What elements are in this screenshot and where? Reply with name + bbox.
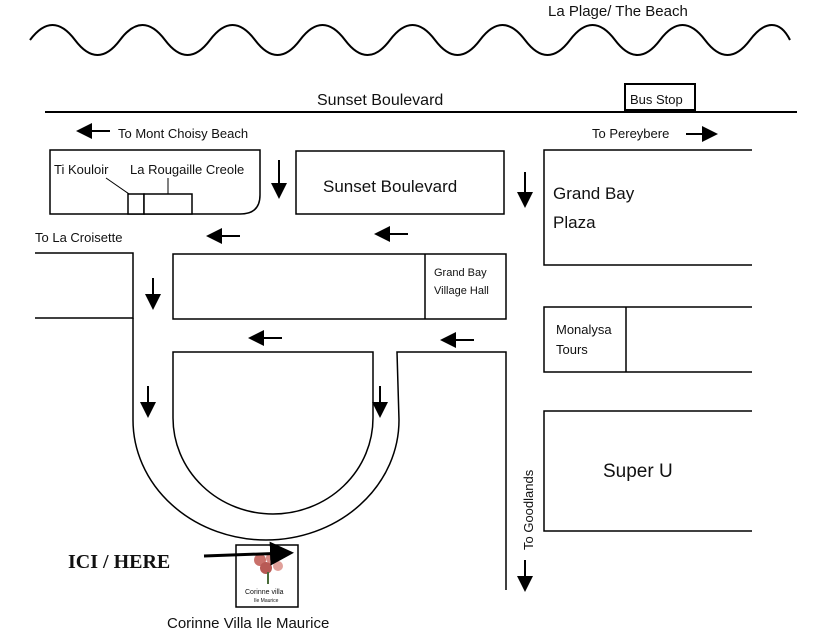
super-u-label: Super U bbox=[603, 461, 673, 482]
super-u-block bbox=[543, 410, 752, 532]
logo-text-1: Corinne villa bbox=[245, 589, 284, 596]
ti-kouloir-unit bbox=[127, 193, 145, 215]
ti-kouloir-label: Ti Kouloir bbox=[54, 162, 109, 177]
sunset-building-label: Sunset Boulevard bbox=[323, 177, 457, 196]
to-mont-choisy-label: To Mont Choisy Beach bbox=[118, 126, 248, 141]
to-pereybere-label: To Pereybere bbox=[592, 126, 669, 141]
monalysa-label-1: Monalysa bbox=[556, 322, 612, 337]
monalysa-block bbox=[543, 306, 752, 373]
grand-bay-plaza bbox=[543, 149, 752, 266]
la-rougaille-label: La Rougaille Creole bbox=[130, 162, 244, 177]
monalysa-label-2: Tours bbox=[556, 342, 588, 357]
bus-stop-label: Bus Stop bbox=[630, 92, 683, 107]
beach-label: La Plage/ The Beach bbox=[548, 3, 688, 20]
village-hall-label-2: Village Hall bbox=[434, 285, 489, 297]
road-label: Sunset Boulevard bbox=[317, 92, 443, 109]
plaza-label-2: Plaza bbox=[553, 213, 596, 232]
ti-kouloir-pointer bbox=[105, 177, 133, 197]
left-road-block bbox=[35, 252, 134, 319]
plaza-label-1: Grand Bay bbox=[553, 184, 635, 203]
beach-waves bbox=[29, 24, 791, 56]
u-road-outer bbox=[132, 318, 507, 590]
to-la-croisette-label: To La Croisette bbox=[35, 230, 122, 245]
u-road-inner bbox=[172, 351, 374, 515]
here-label: ICI / HERE bbox=[68, 551, 170, 573]
restaurant-block bbox=[49, 149, 261, 215]
to-goodlands-label: To Goodlands bbox=[521, 469, 536, 550]
logo-text-2: Ile Maurice bbox=[254, 598, 279, 604]
bus-stop-box bbox=[624, 83, 696, 111]
sunset-boulevard-building bbox=[295, 150, 505, 215]
la-rougaille-unit bbox=[143, 193, 193, 215]
village-hall-block bbox=[172, 253, 507, 320]
village-hall-label-1: Grand Bay bbox=[434, 267, 487, 279]
villa-name-label: Corinne Villa Ile Maurice bbox=[167, 615, 329, 632]
here-arrow bbox=[203, 541, 294, 566]
